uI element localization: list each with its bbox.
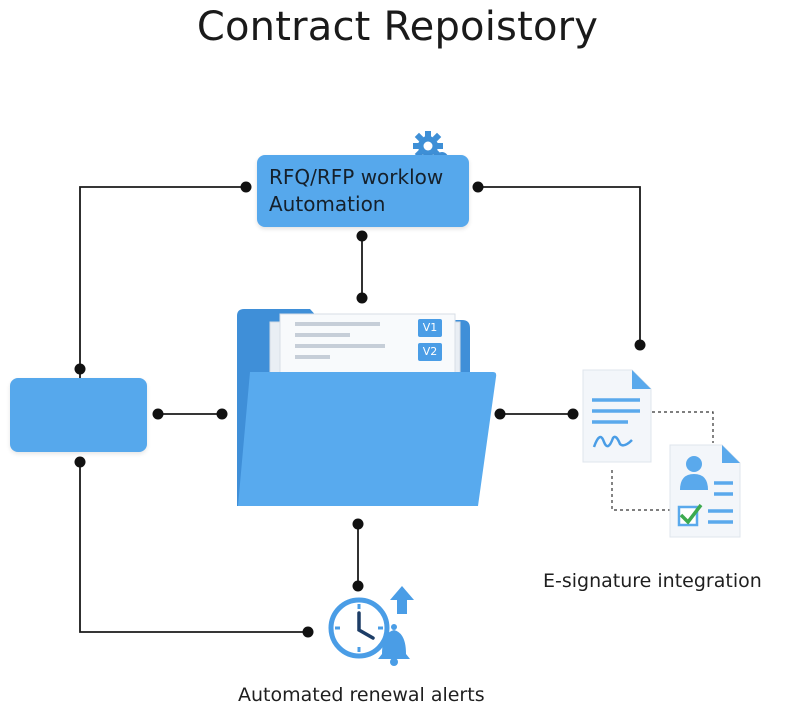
esignature-label: E-signature integration xyxy=(543,570,762,592)
signed-document-icon xyxy=(582,369,652,463)
connector-dot xyxy=(356,292,368,304)
connector-dot xyxy=(74,456,86,468)
connector-dot xyxy=(567,408,579,420)
connector-rfq-right xyxy=(478,186,641,345)
rfq-workflow-label: RFQ/RFP worklow Automation xyxy=(269,164,479,218)
connector-dot xyxy=(634,339,646,351)
clock-icon xyxy=(328,597,390,659)
version-badge-v1: V1 xyxy=(422,321,438,334)
connector-dot xyxy=(240,181,252,193)
connector-dot xyxy=(152,408,164,420)
rfq-workflow-box xyxy=(257,155,469,227)
rfq-label-line2: Automation xyxy=(269,192,386,216)
connector-dot xyxy=(352,518,364,530)
up-arrow-icon xyxy=(390,586,414,614)
connector-dot xyxy=(74,363,86,375)
connector-dot xyxy=(302,626,314,638)
esign-dashed-link xyxy=(611,411,714,511)
connector-dot xyxy=(216,408,228,420)
connector-dot xyxy=(494,408,506,420)
connector-rfq-left xyxy=(79,186,246,378)
version-badge-v2: V2 xyxy=(422,345,438,358)
left-node-box xyxy=(10,378,147,452)
diagram-title: Contract Repoistory xyxy=(196,4,599,50)
renewal-alerts-label: Automated renewal alerts xyxy=(238,684,485,706)
connector-dot xyxy=(352,580,364,592)
connector-dot xyxy=(356,230,368,242)
folder-icon xyxy=(237,309,497,506)
profile-document-icon xyxy=(669,444,741,538)
rfq-label-line1: RFQ/RFP worklow xyxy=(269,165,444,189)
connector-dot xyxy=(472,181,484,193)
connector-left-clock xyxy=(79,462,308,633)
bell-icon xyxy=(378,624,410,666)
